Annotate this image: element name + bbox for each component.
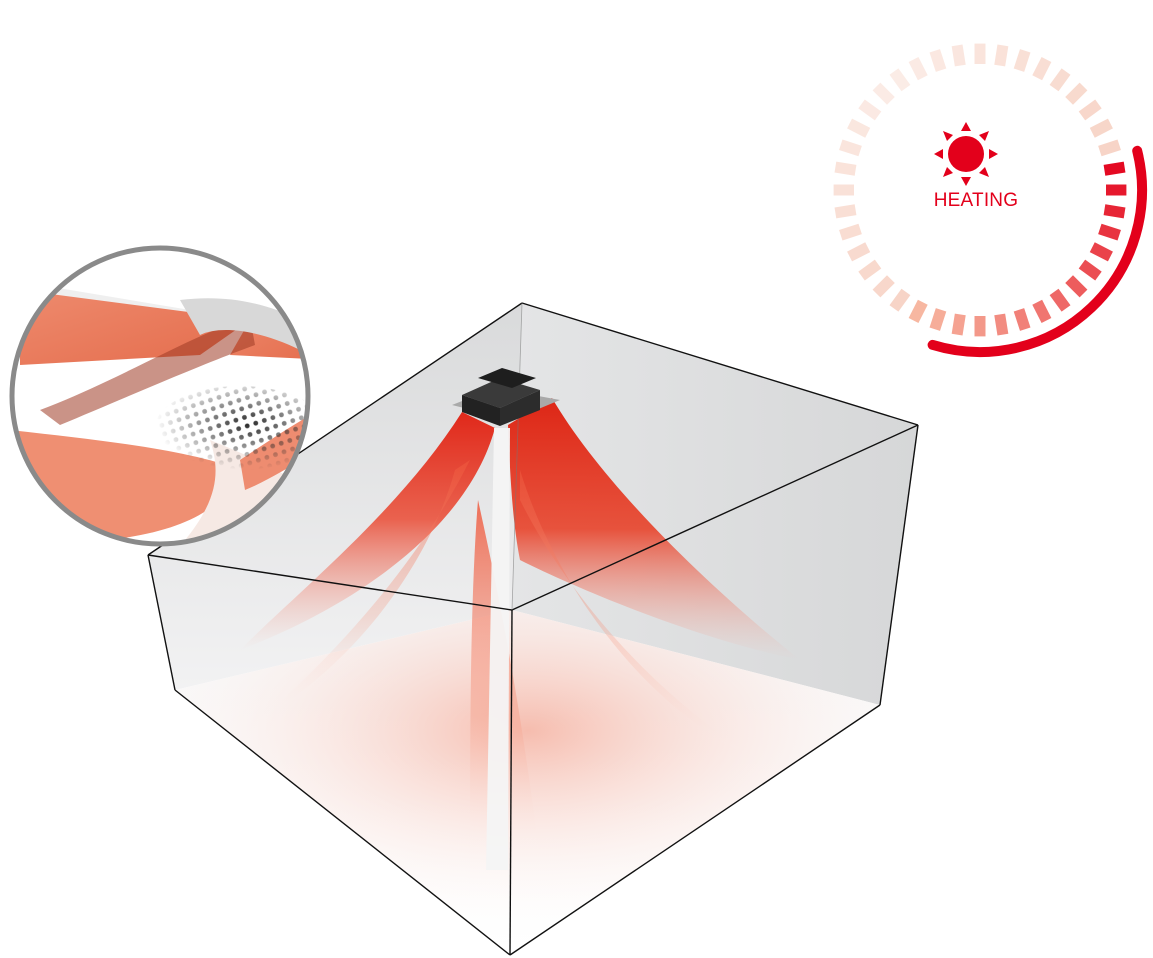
dial-tick [1032, 299, 1052, 323]
dial-tick [929, 49, 947, 72]
dial-tick [1049, 68, 1071, 92]
dial-tick [847, 242, 871, 262]
back-left-wall [148, 303, 522, 690]
airflow-center-gap [486, 428, 510, 870]
dial-tick [858, 259, 882, 281]
room-hidden-edges [511, 302, 523, 611]
dial-tick [994, 44, 1009, 67]
room-edges [147, 302, 919, 956]
dial-tick [839, 139, 862, 157]
inset-ring [9, 245, 311, 547]
dial-tick [974, 43, 986, 64]
dial-tick [839, 223, 862, 241]
dial-tick [1078, 99, 1102, 121]
dial-tick [1032, 57, 1052, 81]
dial-tick [872, 82, 895, 105]
dial-tick [834, 204, 857, 219]
dial-tick [872, 275, 895, 298]
sun-icon [934, 122, 998, 186]
dial-tick [929, 308, 947, 331]
dial-tick [1089, 242, 1113, 262]
dial-tick [889, 68, 911, 92]
dial-tick [1103, 161, 1126, 176]
dial-tick [951, 313, 966, 336]
airflow-right [508, 398, 800, 660]
airflow-left [240, 412, 495, 650]
dial-tick [847, 118, 871, 138]
cassette-unit [452, 368, 560, 426]
dial-tick [908, 57, 928, 81]
dial-tick [833, 184, 854, 196]
dial-tick [1065, 82, 1088, 105]
dial-tick [1106, 184, 1127, 196]
mode-label: HEATING [933, 190, 1019, 211]
dial-tick [834, 161, 857, 176]
dial-tick [994, 313, 1009, 336]
dial-tick [1013, 308, 1031, 331]
dial-tick [858, 99, 882, 121]
dial-tick [1065, 275, 1088, 298]
dial-tick [1089, 118, 1113, 138]
dial-ticks [833, 43, 1127, 337]
dial-tick [1103, 204, 1126, 219]
grill-zoom-inset [9, 245, 311, 547]
dial-tick [1098, 139, 1121, 157]
dial-tick [974, 316, 986, 337]
dial-tick [1013, 49, 1031, 72]
dial-tick [889, 288, 911, 312]
dial-tick [908, 299, 928, 323]
mode-dial [833, 43, 1148, 357]
dial-tick [1098, 223, 1121, 241]
dial-tick [1078, 259, 1102, 281]
warm-airflow [240, 398, 800, 870]
back-right-wall [512, 303, 918, 705]
heating-level-arc [927, 145, 1148, 357]
dial-tick [951, 44, 966, 67]
dial-tick [1049, 288, 1071, 312]
